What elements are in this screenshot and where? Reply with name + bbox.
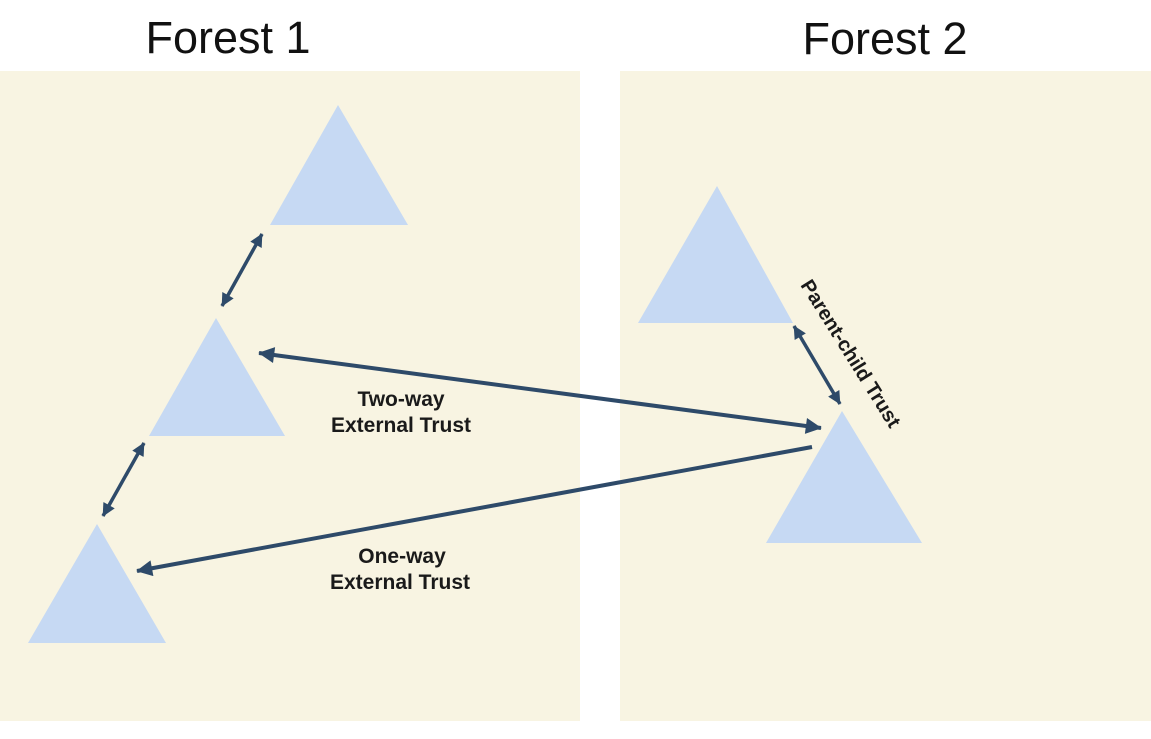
forest2-parent-domain-triangle bbox=[638, 186, 793, 323]
one-way-trust-label-line1: One-way bbox=[358, 545, 446, 568]
forest1-trust-arrow-top-middle bbox=[220, 233, 264, 307]
forest1-domain-middle-triangle bbox=[149, 318, 285, 436]
forest2-title: Forest 2 bbox=[802, 13, 967, 64]
two-way-trust-label-line1: Two-way bbox=[357, 388, 444, 411]
one-way-external-trust-arrow bbox=[136, 445, 813, 577]
one-way-trust-label-line2: External Trust bbox=[330, 571, 470, 594]
two-way-trust-label-line2: External Trust bbox=[331, 414, 471, 437]
forest2-child-domain-triangle bbox=[766, 411, 922, 543]
forest1-domain-bottom-triangle bbox=[28, 524, 166, 643]
forest1-domain-top-triangle bbox=[270, 105, 408, 225]
forest1-trust-arrow-middle-bottom bbox=[101, 442, 146, 517]
two-way-external-trust-arrow bbox=[258, 347, 822, 434]
forest1-title: Forest 1 bbox=[145, 12, 310, 63]
